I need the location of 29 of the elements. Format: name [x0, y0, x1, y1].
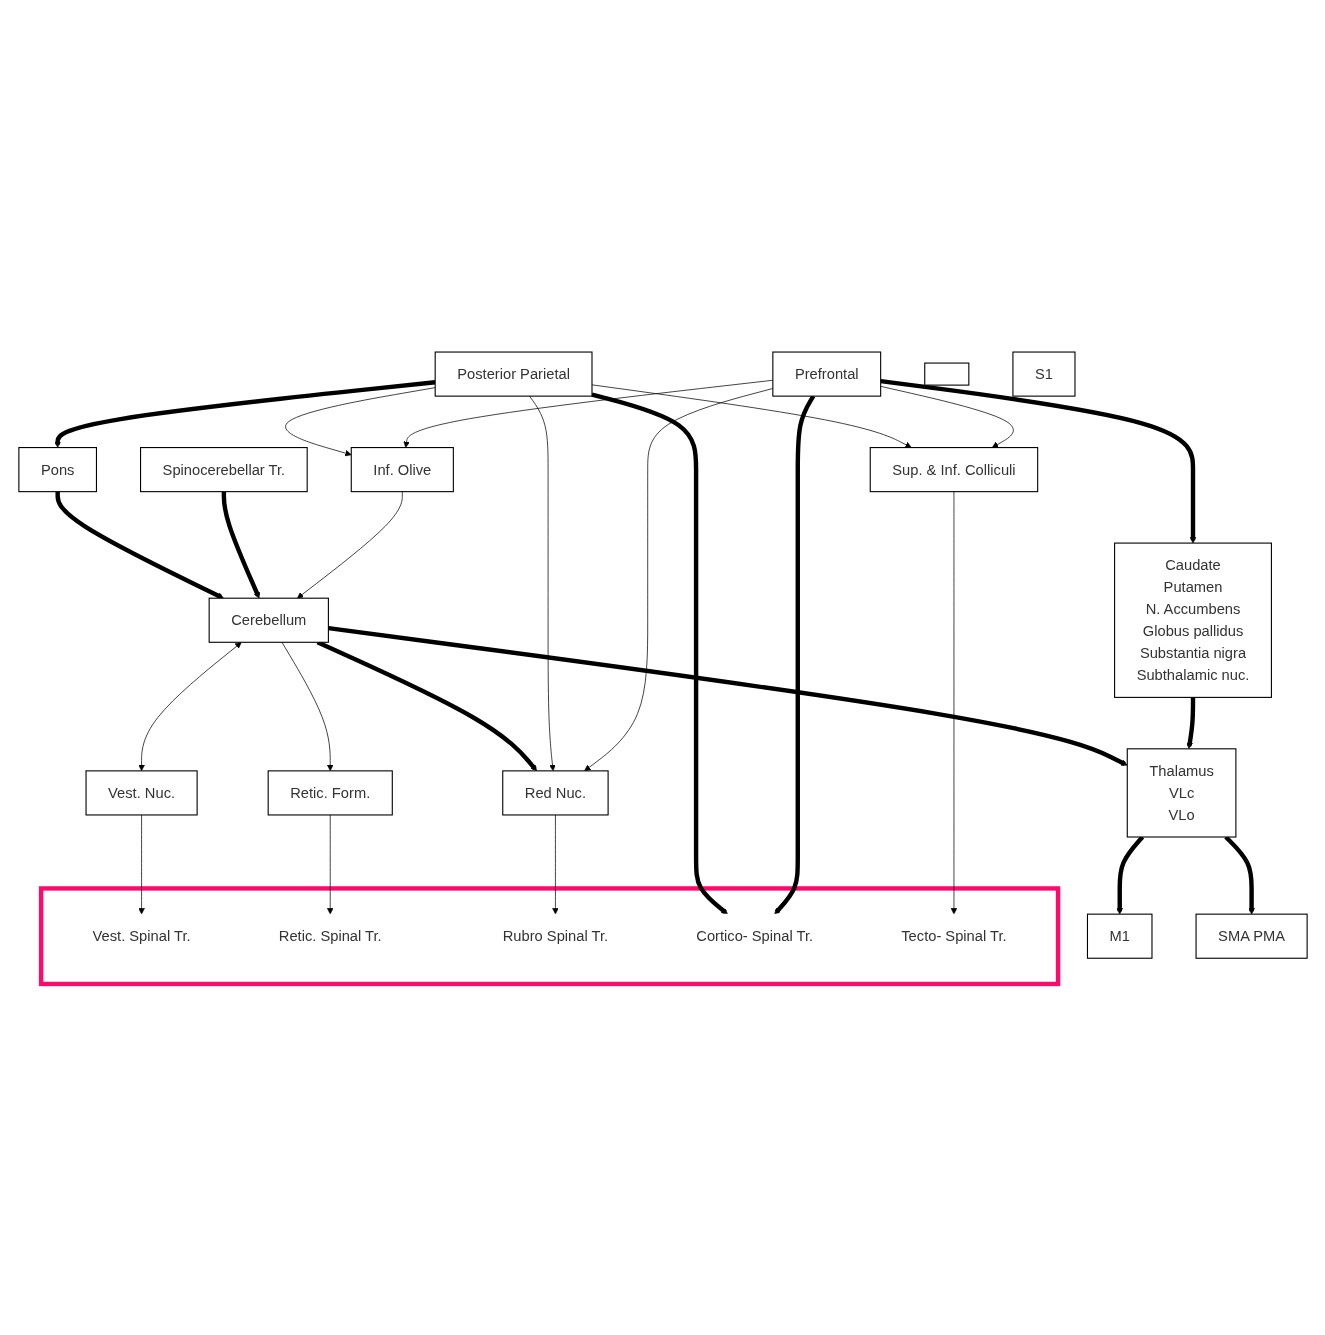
node-box: Retic. Form.	[267, 769, 393, 815]
node-box: S1	[1011, 351, 1076, 397]
node-box: Pons	[17, 446, 97, 492]
node-box: Sup. & Inf. Colliculi	[869, 446, 1038, 492]
arrow	[221, 491, 260, 598]
node-text: Vest. Spinal Tr.	[92, 927, 191, 944]
node-box: Vest. Nuc.	[85, 769, 198, 815]
node-box: Posterior Parietal	[434, 351, 593, 397]
node-box	[923, 362, 969, 386]
node-text: Retic. Spinal Tr.	[278, 927, 382, 944]
arrow	[54, 491, 224, 599]
node-box: Inf. Olive	[350, 446, 454, 492]
arrow	[590, 391, 728, 914]
arrow	[773, 394, 815, 914]
arrow	[53, 379, 435, 448]
arrow	[1186, 696, 1195, 749]
node-box: Thalamus VLc VLo	[1126, 747, 1236, 838]
cluster	[38, 885, 1060, 986]
node-box: Caudate Putamen N. Accumbens Globus pallidus Substantia nigra Subthalamic nuc.	[1113, 542, 1272, 698]
node-box: Cerebellum	[208, 597, 329, 643]
node-box: M1	[1086, 913, 1153, 959]
node-box: Red Nuc.	[501, 769, 609, 815]
arrow	[1116, 835, 1144, 914]
node-text: Cortico- Spinal Tr.	[695, 927, 813, 944]
node-text: Rubro Spinal Tr.	[502, 927, 608, 944]
node-box: Spinocerebellar Tr.	[139, 446, 308, 492]
node-box: SMA PMA	[1195, 913, 1308, 959]
node-box: Prefrontal	[771, 351, 881, 397]
node-text: Tecto- Spinal Tr.	[900, 927, 1007, 944]
